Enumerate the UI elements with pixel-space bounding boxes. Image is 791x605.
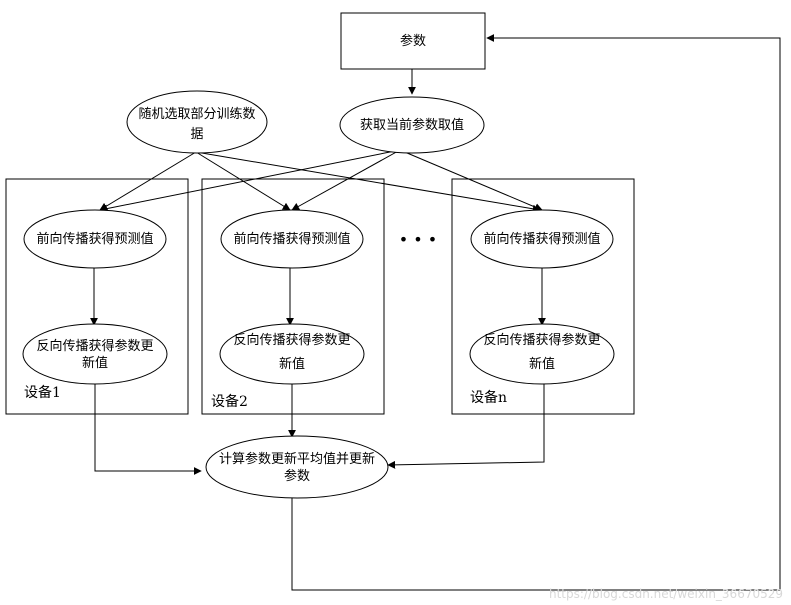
device-frame-n <box>451 178 635 415</box>
device-frame-2 <box>201 178 385 415</box>
params-box <box>340 12 486 70</box>
average-label-line-1: 计算参数更新平均值并更新 <box>219 451 375 467</box>
edge-average-to-params <box>291 34 781 591</box>
edge-random-to-forward-n <box>195 151 541 213</box>
edge-backward-1-to-average <box>94 384 202 475</box>
backward-node-2 <box>219 323 365 385</box>
backward-label-1-line-2: 新值 <box>82 355 108 371</box>
edge-get-params-to-forward-1 <box>99 149 401 213</box>
average-label-line-2: 参数 <box>284 468 310 484</box>
forward-label-n: 前向传播获得预测值 <box>483 231 600 247</box>
device-label-2: 设备2 <box>211 393 248 410</box>
device-label-1: 设备1 <box>24 384 61 401</box>
watermark-text: https://blog.csdn.net/weixin_36670529 <box>549 587 783 601</box>
edge-get-params-to-forward-2 <box>291 149 401 211</box>
forward-node-1 <box>23 209 167 269</box>
backward-node-1 <box>22 323 168 385</box>
devices-ellipsis: • • • <box>399 230 437 249</box>
backward-label-2-line-1: 反向传播获得参数更 <box>233 332 350 348</box>
backward-node-n <box>469 323 615 385</box>
get-params-node <box>339 96 485 154</box>
forward-label-1: 前向传播获得预测值 <box>36 231 153 247</box>
forward-node-n <box>470 209 614 269</box>
forward-label-2: 前向传播获得预测值 <box>233 231 350 247</box>
edges <box>90 34 781 591</box>
backward-label-n-line-2: 新值 <box>529 356 555 372</box>
edge-random-to-forward-1 <box>99 151 197 211</box>
device-label-n: 设备n <box>470 389 507 406</box>
random-data-label-line-2: 据 <box>190 127 203 142</box>
edge-get-params-to-forward-n <box>399 149 543 211</box>
backward-label-n-line-1: 反向传播获得参数更 <box>483 332 600 348</box>
params-label: 参数 <box>400 33 426 49</box>
device-frame-1 <box>5 178 189 415</box>
backward-label-1-line-1: 反向传播获得参数更 <box>36 338 153 354</box>
backward-label-2-line-2: 新值 <box>279 356 305 372</box>
get-params-label: 获取当前参数取值 <box>360 117 464 133</box>
forward-node-2 <box>220 209 364 269</box>
random-data-label-line-1: 随机选取部分训练数 <box>138 107 255 122</box>
average-node <box>205 435 389 499</box>
edge-backward-n-to-average <box>387 384 545 469</box>
random-data-node <box>126 90 268 154</box>
